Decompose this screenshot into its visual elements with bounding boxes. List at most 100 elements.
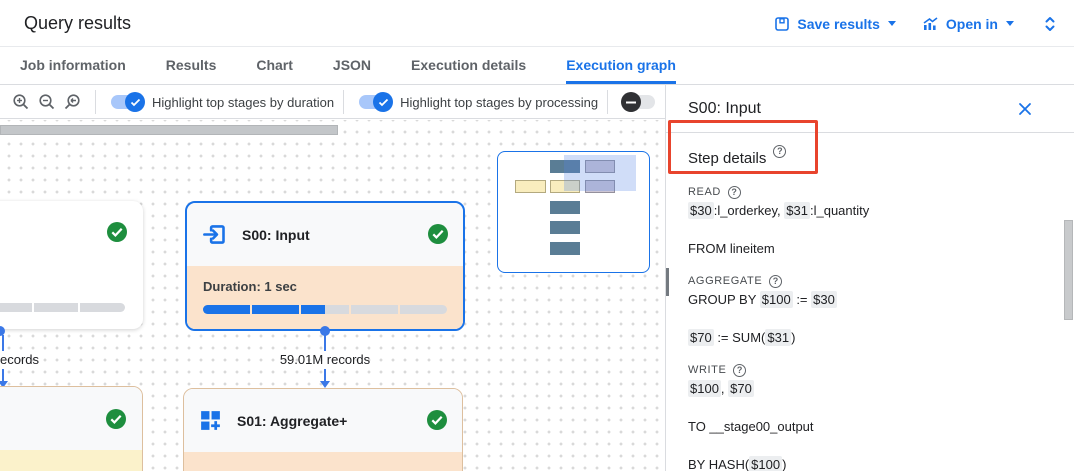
stage-duration-section bbox=[184, 452, 462, 471]
toggle-duration-label: Highlight top stages by duration bbox=[152, 94, 335, 110]
step-detail-line: GROUP BY $100 := $30 bbox=[688, 291, 837, 308]
step-section-label: AGGREGATE? bbox=[688, 274, 1052, 288]
save-results-label: Save results bbox=[797, 15, 880, 32]
close-panel-button[interactable] bbox=[1014, 98, 1036, 120]
tab-execution-graph[interactable]: Execution graph bbox=[566, 47, 676, 84]
open-in-label: Open in bbox=[945, 15, 998, 32]
stage-duration-label: Duration: 1 sec bbox=[203, 279, 297, 294]
panel-content: Step details ? READ? $30:l_orderkey, $31:… bbox=[666, 144, 1074, 471]
stage-node-partial-bottom[interactable] bbox=[0, 386, 143, 471]
edge-line bbox=[2, 335, 4, 351]
step-details-heading: Step details ? bbox=[688, 144, 1052, 169]
success-check-icon bbox=[106, 409, 126, 429]
zoom-reset-icon bbox=[64, 94, 80, 110]
zoom-in-button[interactable] bbox=[8, 90, 34, 114]
step-detail-line: $70 := SUM($31) bbox=[688, 329, 796, 346]
panel-title: S00: Input bbox=[688, 99, 761, 117]
variable-chip: $30 bbox=[811, 291, 837, 308]
variable-chip: $31 bbox=[784, 202, 810, 219]
save-results-button[interactable]: Save results bbox=[774, 16, 896, 32]
variable-chip: $31 bbox=[765, 329, 792, 346]
stage-node-partial-top[interactable] bbox=[0, 201, 143, 329]
help-icon[interactable]: ? bbox=[727, 185, 741, 199]
toggle-highlight-processing[interactable] bbox=[357, 92, 394, 112]
stage-node-s01[interactable]: S01: Aggregate+ bbox=[183, 388, 463, 471]
toggle-knob-check-icon bbox=[125, 92, 145, 112]
edge-arrowhead bbox=[320, 381, 330, 388]
variable-chip: $100 bbox=[688, 380, 721, 397]
step-section-label: READ? bbox=[688, 185, 1052, 199]
stage-node-header: S01: Aggregate+ bbox=[184, 389, 462, 452]
aggregate-stage-icon bbox=[201, 411, 220, 430]
minimap[interactable] bbox=[497, 151, 650, 273]
minimap-node bbox=[585, 180, 615, 193]
variable-chip: $70 bbox=[688, 329, 714, 346]
step-detail-line: $30:l_orderkey, $31:l_quantity bbox=[688, 202, 870, 219]
scroll-indicator bbox=[666, 268, 669, 296]
step-detail-line: TO __stage00_output bbox=[688, 419, 814, 434]
tab-json[interactable]: JSON bbox=[332, 57, 372, 73]
tab-results[interactable]: Results bbox=[165, 57, 217, 73]
variable-chip: $100 bbox=[759, 291, 793, 308]
stage-node-title: S00: Input bbox=[242, 226, 310, 243]
stage-duration-section bbox=[0, 450, 142, 471]
success-check-icon bbox=[107, 222, 127, 242]
step-details-title: Step details bbox=[688, 149, 767, 167]
page-title: Query results bbox=[24, 12, 132, 33]
variable-chip: $70 bbox=[728, 380, 754, 397]
vertical-scrollbar[interactable] bbox=[1064, 220, 1073, 320]
panel-header: S00: Input bbox=[666, 85, 1074, 133]
dropdown-arrow-icon bbox=[887, 21, 896, 26]
toggle-processing-label: Highlight top stages by processing bbox=[400, 94, 599, 110]
step-section-label: WRITE? bbox=[688, 363, 1052, 377]
divider bbox=[95, 90, 96, 114]
horizontal-scrollbar[interactable] bbox=[0, 125, 338, 135]
zoom-out-button[interactable] bbox=[34, 90, 60, 114]
stage-progress-bar bbox=[203, 305, 447, 314]
collapse-results-button[interactable] bbox=[1040, 13, 1060, 35]
execution-graph-canvas[interactable]: S00: Input Duration: 1 sec 59.01M record… bbox=[0, 120, 665, 471]
stage-node-s00[interactable]: S00: Input Duration: 1 sec bbox=[185, 201, 465, 331]
step-detail-line: FROM lineitem bbox=[688, 241, 775, 256]
help-icon[interactable]: ? bbox=[773, 144, 787, 158]
save-icon bbox=[775, 16, 790, 31]
edge-line bbox=[324, 335, 326, 351]
success-check-icon bbox=[427, 410, 447, 430]
edge-connector-dot bbox=[0, 326, 5, 336]
zoom-reset-button[interactable] bbox=[60, 90, 86, 114]
divider bbox=[343, 90, 345, 114]
open-in-button[interactable]: Open in bbox=[922, 16, 1014, 32]
edge-arrowhead bbox=[0, 381, 8, 388]
close-icon bbox=[1019, 102, 1031, 115]
minimap-node bbox=[550, 242, 580, 255]
tab-execution-details[interactable]: Execution details bbox=[411, 57, 527, 73]
step-details-panel: S00: Input Step details ? READ? $30:l_ord… bbox=[665, 85, 1074, 471]
graph-toolbar: Highlight top stages by duration Highlig… bbox=[0, 86, 665, 119]
minimap-node bbox=[550, 221, 580, 234]
minimap-node bbox=[515, 180, 546, 193]
help-icon[interactable]: ? bbox=[769, 274, 783, 288]
minimap-node bbox=[550, 180, 580, 193]
minimap-node bbox=[550, 201, 580, 214]
dropdown-arrow-icon bbox=[1006, 21, 1014, 26]
success-check-icon bbox=[428, 224, 448, 244]
minimap-node bbox=[550, 160, 580, 173]
variable-chip: $100 bbox=[749, 456, 783, 471]
help-icon[interactable]: ? bbox=[733, 363, 747, 377]
tab-job-information[interactable]: Job information bbox=[20, 57, 126, 73]
header-actions: Save results Open in bbox=[774, 0, 1060, 47]
tab-chart[interactable]: Chart bbox=[256, 57, 293, 73]
minimap-node bbox=[585, 160, 615, 173]
toggle-knob-check-icon bbox=[373, 92, 394, 112]
edge-line bbox=[2, 369, 4, 381]
toggle-highlight-duration[interactable] bbox=[109, 92, 145, 112]
toggle-switch-off[interactable] bbox=[621, 92, 657, 112]
step-detail-line: BY HASH($100) bbox=[688, 456, 787, 471]
stage-node-header bbox=[0, 387, 142, 450]
edge-records-label: 59.01M records bbox=[279, 352, 371, 367]
step-detail-line: $100, $70 bbox=[688, 380, 754, 397]
edge-line bbox=[324, 369, 326, 381]
divider bbox=[607, 90, 609, 114]
